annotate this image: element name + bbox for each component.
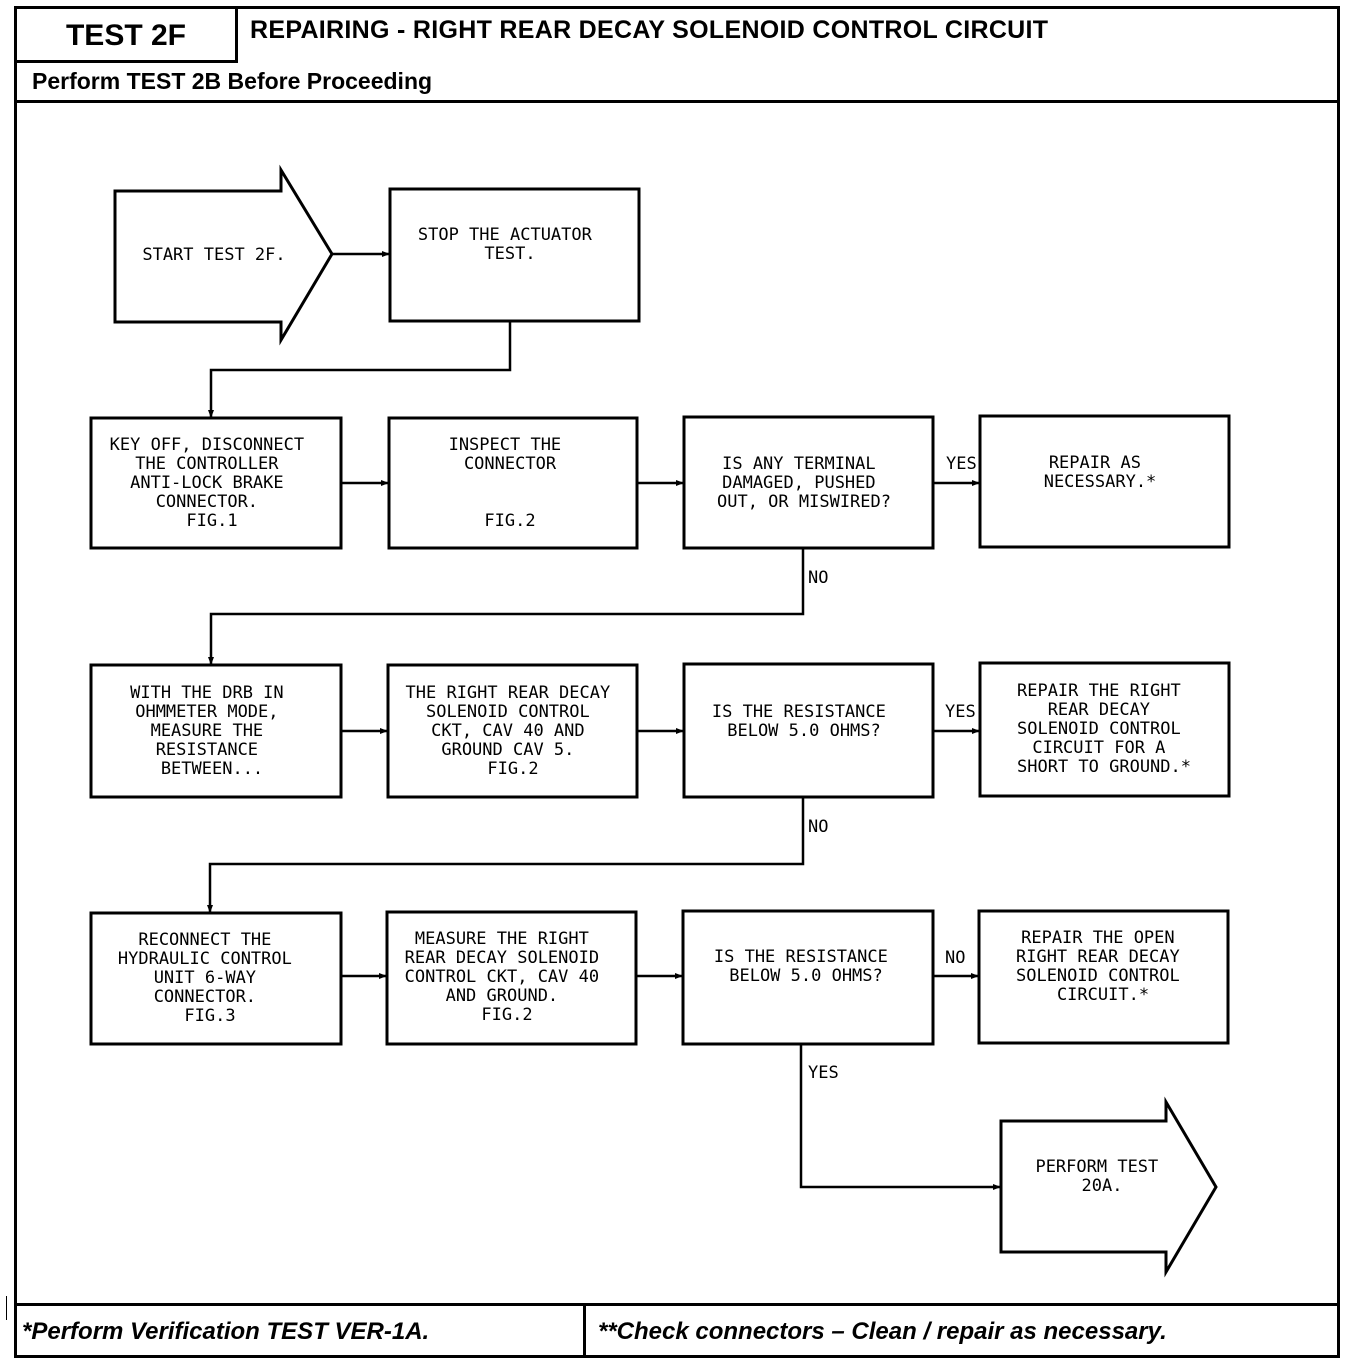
inspect-fig-text: FIG.2 <box>484 511 535 531</box>
connector-question-drb <box>208 548 805 665</box>
connector-question-reconnect <box>207 797 805 913</box>
connector-question-perform <box>799 1044 1001 1190</box>
measure-box <box>385 910 638 1046</box>
footer-verification-note: *Perform Verification TEST VER-1A. <box>22 1318 430 1345</box>
yes-label-3: YES <box>808 1063 839 1083</box>
footer-divider <box>583 1305 586 1355</box>
perform-20a-arrow-shape <box>999 1096 1218 1278</box>
scan-mark <box>6 1296 7 1320</box>
reconnect-text: RECONNECT THE HYDRAULIC CONTROL UNIT 6-W… <box>118 930 302 1026</box>
terminal-question-text: IS ANY TERMINAL DAMAGED, PUSHED OUT, OR … <box>717 454 891 512</box>
page-frame <box>14 6 1340 1358</box>
header-divider <box>17 60 238 63</box>
terminal-question-box <box>682 415 935 550</box>
repair-open-text: REPAIR THE OPEN RIGHT REAR DECAY SOLENOI… <box>1016 928 1190 1005</box>
no-label-2: NO <box>808 817 828 837</box>
no-label-3: NO <box>945 948 965 968</box>
reconnect-box <box>89 911 343 1046</box>
repair-necessary-text: REPAIR AS NECESSARY.* <box>1044 453 1157 492</box>
repair-necessary-box <box>978 414 1231 549</box>
perform-20a-text: PERFORM TEST 20A. <box>1035 1157 1168 1196</box>
resistance-question-2-text: IS THE RESISTANCE BELOW 5.0 OHMS? <box>714 947 898 986</box>
right-rear-ckt-text: THE RIGHT REAR DECAY SOLENOID CONTROL CK… <box>406 683 621 779</box>
key-off-box <box>89 416 343 550</box>
stop-actuator-box <box>388 187 641 323</box>
repair-open-box <box>977 909 1230 1045</box>
no-label-1: NO <box>808 568 828 588</box>
header-rule <box>17 100 1337 103</box>
prerequisite-note: Perform TEST 2B Before Proceeding <box>32 68 433 94</box>
test-id: TEST 2F <box>17 9 238 62</box>
inspect-connector-text: INSPECT THE CONNECTOR <box>449 435 572 474</box>
right-rear-ckt-box <box>386 663 639 799</box>
with-drb-text: WITH THE DRB IN OHMMETER MODE, MEASURE T… <box>130 683 294 779</box>
resistance-question-1-box <box>682 662 935 799</box>
resistance-question-2-box <box>681 909 935 1046</box>
stop-actuator-text: STOP THE ACTUATOR TEST. <box>418 225 602 264</box>
yes-label-1: YES <box>946 454 977 474</box>
with-drb-box <box>89 663 343 799</box>
measure-text: MEASURE THE RIGHT REAR DECAY SOLENOID CO… <box>405 929 610 1025</box>
page-title: REPAIRING - RIGHT REAR DECAY SOLENOID CO… <box>250 16 1049 44</box>
repair-short-box <box>978 661 1231 798</box>
resistance-question-1-text: IS THE RESISTANCE BELOW 5.0 OHMS? <box>712 702 896 741</box>
start-arrow-shape <box>113 164 334 346</box>
connector-stop-keyoff <box>208 321 512 418</box>
yes-label-2: YES <box>945 702 976 722</box>
footer-rule <box>17 1303 1337 1306</box>
footer-connector-note: **Check connectors – Clean / repair as n… <box>598 1318 1167 1345</box>
inspect-connector-box <box>387 416 639 550</box>
key-off-text: KEY OFF, DISCONNECT THE CONTROLLER ANTI-… <box>110 435 315 531</box>
repair-short-text: REPAIR THE RIGHT REAR DECAY SOLENOID CON… <box>1017 681 1191 777</box>
start-arrow-text: START TEST 2F. <box>142 245 285 265</box>
